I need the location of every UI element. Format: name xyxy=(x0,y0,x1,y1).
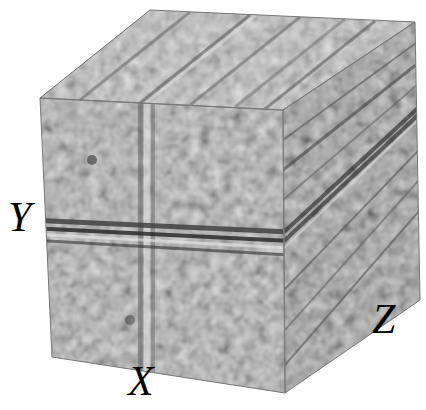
axis-label: X xyxy=(128,360,154,402)
cube-edges xyxy=(40,10,420,393)
axis-label: Z xyxy=(372,298,395,340)
axis-label: Y xyxy=(8,196,31,238)
